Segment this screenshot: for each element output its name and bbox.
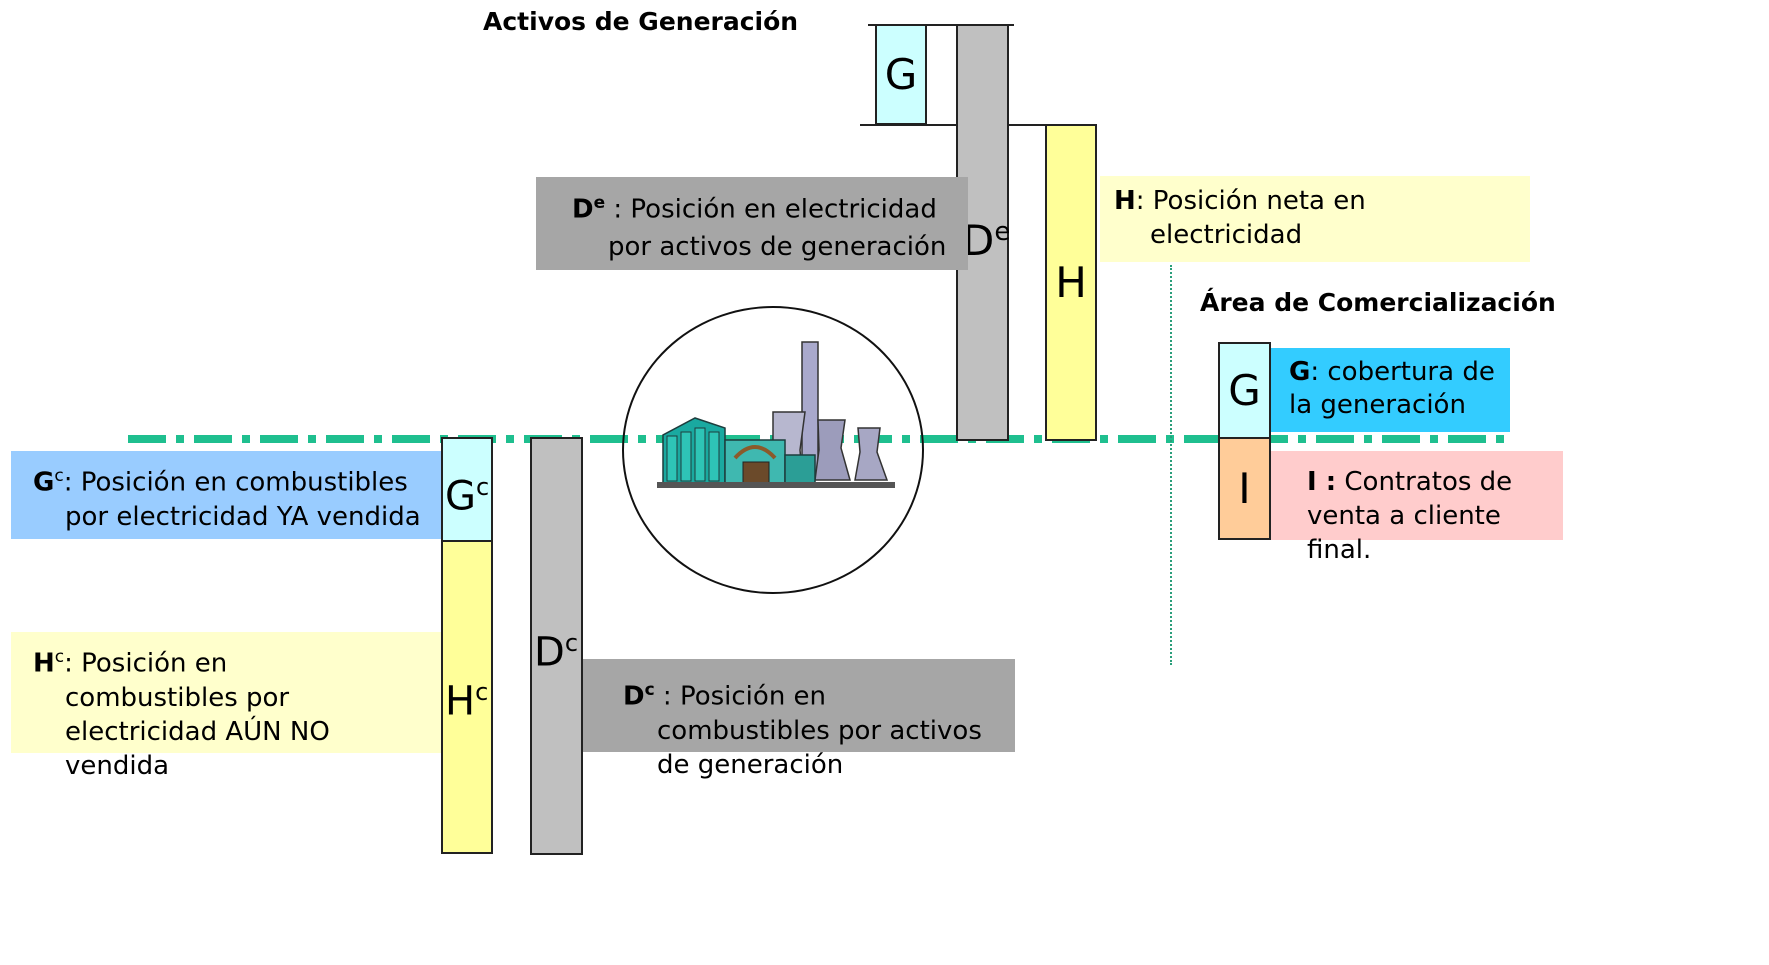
bar-hc: Hc [441,540,493,854]
bar-i-right: I [1218,437,1271,540]
bar-gc: Gc [441,437,493,542]
bar-h: H [1045,124,1097,441]
box-gc-description: Gc: Posición en combustibles por electri… [11,451,441,539]
top-line-g [868,24,1014,26]
power-plant-circle [622,306,924,594]
box-i-symbol: I : [1307,467,1337,497]
box-gc-sup: c [54,466,64,486]
box-hc-symbol: H [33,648,55,679]
box-g-body: : cobertura de la generación [1289,357,1495,420]
bar-hc-symbol: H [445,678,476,725]
box-dc-text: Dc : Posición en combustibles por activo… [603,673,1005,782]
box-dc-description: Dc : Posición en combustibles por activo… [583,659,1015,780]
box-de-sup: e [593,193,606,213]
title-activos-generacion: Activos de Generación [483,7,799,36]
bar-i-right-label: I [1238,464,1251,513]
title-area-comercializacion: Área de Comercialización [1200,288,1556,317]
box-i-description: I : Contratos de venta a cliente final. [1271,451,1563,565]
box-h-symbol: H [1114,186,1136,216]
box-gc-text: Gc: Posición en combustibles por electri… [33,459,431,534]
box-dc-body: : Posición en combustibles por activos d… [654,681,982,780]
box-hc-text: Hc: Posición en combustibles por electri… [33,640,431,783]
box-dc-symbol: D [623,681,645,712]
bar-g-right-label: G [1228,366,1261,415]
box-de-symbol: D [572,194,594,225]
bar-de-label: De [962,216,1010,265]
bar-h-label: H [1055,258,1087,307]
bar-gc-symbol: G [445,473,476,520]
bar-hc-sup: c [475,678,489,706]
box-hc-sup: c [54,647,65,667]
box-dc-sup: c [644,680,655,700]
bar-hc-label: Hc [445,678,488,724]
box-de-body: : Posición en electricidad por activos d… [605,194,947,262]
box-gc-symbol: G [33,467,55,498]
box-h-description: H: Posición neta en electricidad [1100,176,1530,262]
box-hc-body: : Posición en combustibles por electrici… [64,648,330,781]
bar-dc-sup: c [564,629,579,657]
box-gc-body: : Posición en combustibles por electrici… [63,467,421,532]
box-g-description: G: cobertura de la generación [1271,348,1510,432]
bar-dc-symbol: D [534,629,565,676]
dotted-separator [1170,265,1172,665]
bar-dc-label: Dc [534,629,578,675]
box-hc-description: Hc: Posición en combustibles por electri… [11,632,441,781]
box-i-text: I : Contratos de venta a cliente final. [1289,465,1553,567]
bar-g-top-label: G [884,50,918,99]
box-i-body: Contratos de venta a cliente final. [1307,467,1513,565]
bar-gc-sup: c [476,473,490,501]
box-g-symbol: G [1289,357,1311,387]
bar-dc: Dc [530,437,583,855]
bar-g-top: G [875,24,927,125]
box-h-body: : Posición neta en electricidad [1135,186,1366,250]
bar-de-sup: e [994,217,1011,247]
box-g-text: G: cobertura de la generación [1289,356,1500,422]
bar-g-right: G [1218,342,1271,439]
box-de-description: De : Posición en electricidad por activo… [536,177,968,270]
box-de-text: De : Posición en electricidad por activo… [554,185,958,266]
box-h-text: H: Posición neta en electricidad [1114,184,1520,252]
bar-gc-label: Gc [445,473,489,519]
power-plant-icon [657,341,895,488]
